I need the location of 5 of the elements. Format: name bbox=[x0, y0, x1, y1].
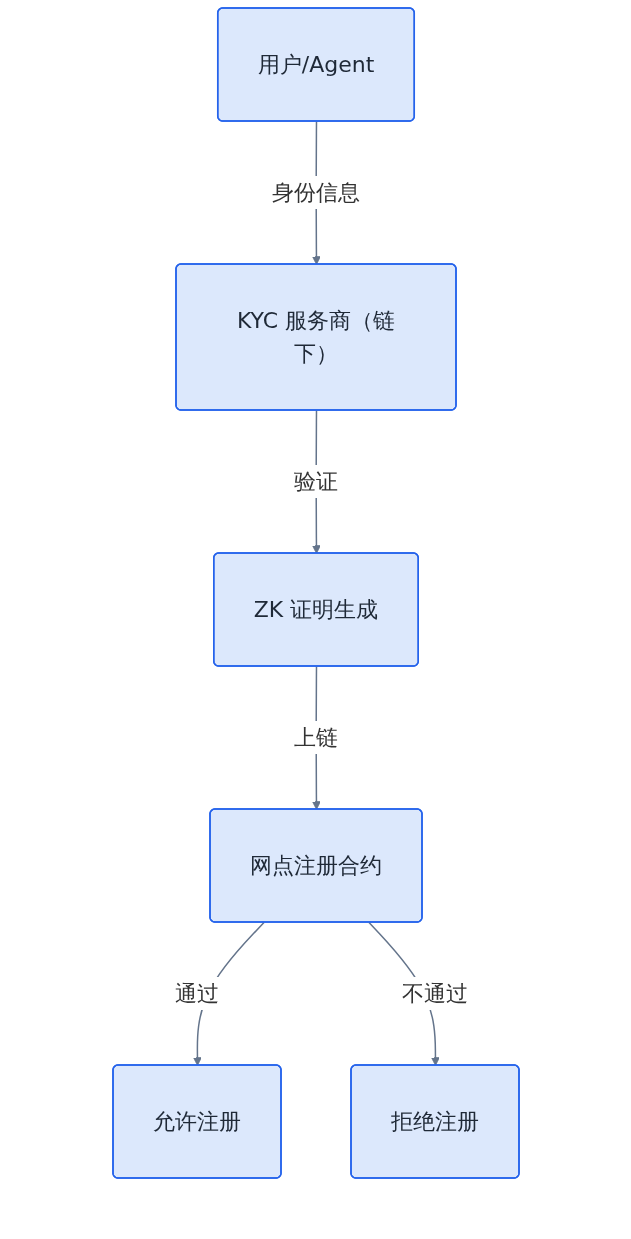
edge-label: 通过 bbox=[174, 981, 219, 1006]
edge-label: 不通过 bbox=[401, 981, 468, 1006]
edge-label: 验证 bbox=[293, 469, 338, 494]
edge-label: 上链 bbox=[293, 725, 338, 750]
edge-label: 身份信息 bbox=[271, 180, 360, 205]
